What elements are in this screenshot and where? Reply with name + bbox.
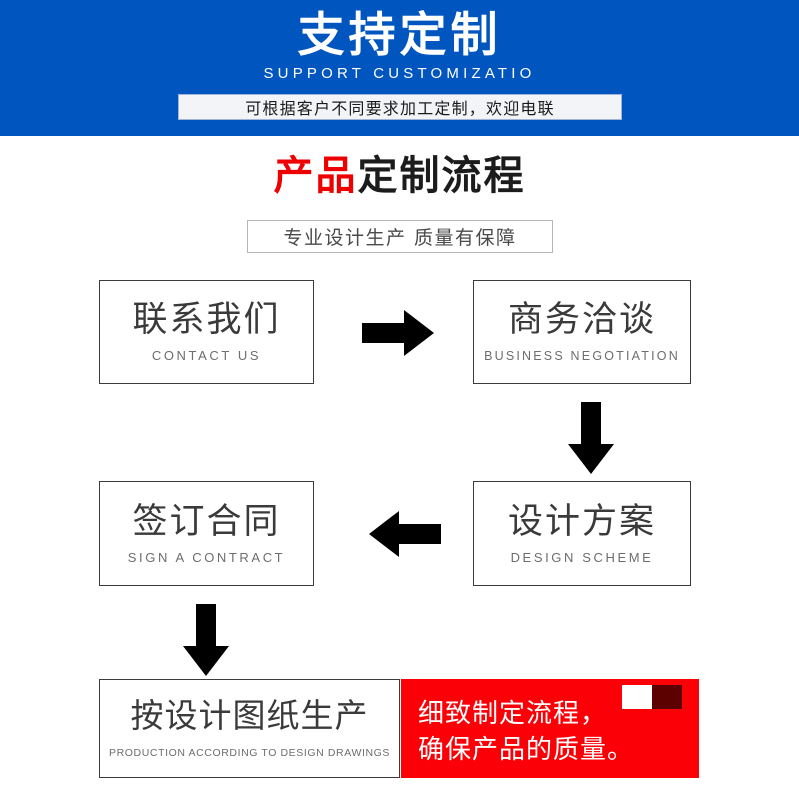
page-title: 产品定制流程 [0,150,799,202]
arrow-right-icon [362,308,434,358]
page-title-highlight: 产品 [273,153,358,199]
header-pill-label: 可根据客户不同要求加工定制，欢迎电联 [245,99,555,118]
flow-step-business-cn: 商务洽谈 [507,300,656,340]
flow-step-business: 商务洽谈 BUSINESS NEGOTIATION [473,280,691,384]
flow-step-sign-en: SIGN A CONTRACT [127,549,286,565]
flow-step-design: 设计方案 DESIGN SCHEME [473,481,691,586]
flow-step-contact-en: CONTACT US [151,348,262,363]
arrow-down-icon-left [181,604,231,676]
header-title: 支持定制 [297,8,502,63]
header-subtitle: SUPPORT CUSTOMIZATIO [263,65,536,82]
arrow-down-icon-right [566,402,616,474]
decoration-square-dark [652,685,682,709]
page-subtitle-label: 专业设计生产 质量有保障 [283,227,517,249]
callout-panel: 细致制定流程， 确保产品的质量。 [401,679,699,778]
flow-step-sign-cn: 签订合同 [132,501,281,542]
decoration-squares [622,685,682,709]
flow-step-design-cn: 设计方案 [507,501,656,542]
callout-line-2: 确保产品的质量。 [418,735,635,765]
flow-step-production-en: PRODUCTION ACCORDING TO DESIGN DRAWINGS [108,747,391,759]
page-subtitle-box: 专业设计生产 质量有保障 [247,220,553,253]
flow-step-sign: 签订合同 SIGN A CONTRACT [99,481,314,586]
flow-step-production: 按设计图纸生产 PRODUCTION ACCORDING TO DESIGN D… [99,679,400,778]
page-header-banner: 支持定制 SUPPORT CUSTOMIZATIO 可根据客户不同要求加工定制，… [0,0,799,136]
arrow-left-icon [369,509,441,559]
flow-step-contact-cn: 联系我们 [132,300,281,340]
page-title-rest: 定制流程 [357,153,526,199]
flow-step-design-en: DESIGN SCHEME [510,549,654,565]
flow-step-contact: 联系我们 CONTACT US [99,280,314,384]
header-pill: 可根据客户不同要求加工定制，欢迎电联 [178,94,622,120]
flow-step-business-en: BUSINESS NEGOTIATION [484,349,680,363]
flow-step-production-cn: 按设计图纸生产 [130,696,369,735]
decoration-square-white [622,685,652,709]
callout-line-1: 细致制定流程， [418,699,608,729]
